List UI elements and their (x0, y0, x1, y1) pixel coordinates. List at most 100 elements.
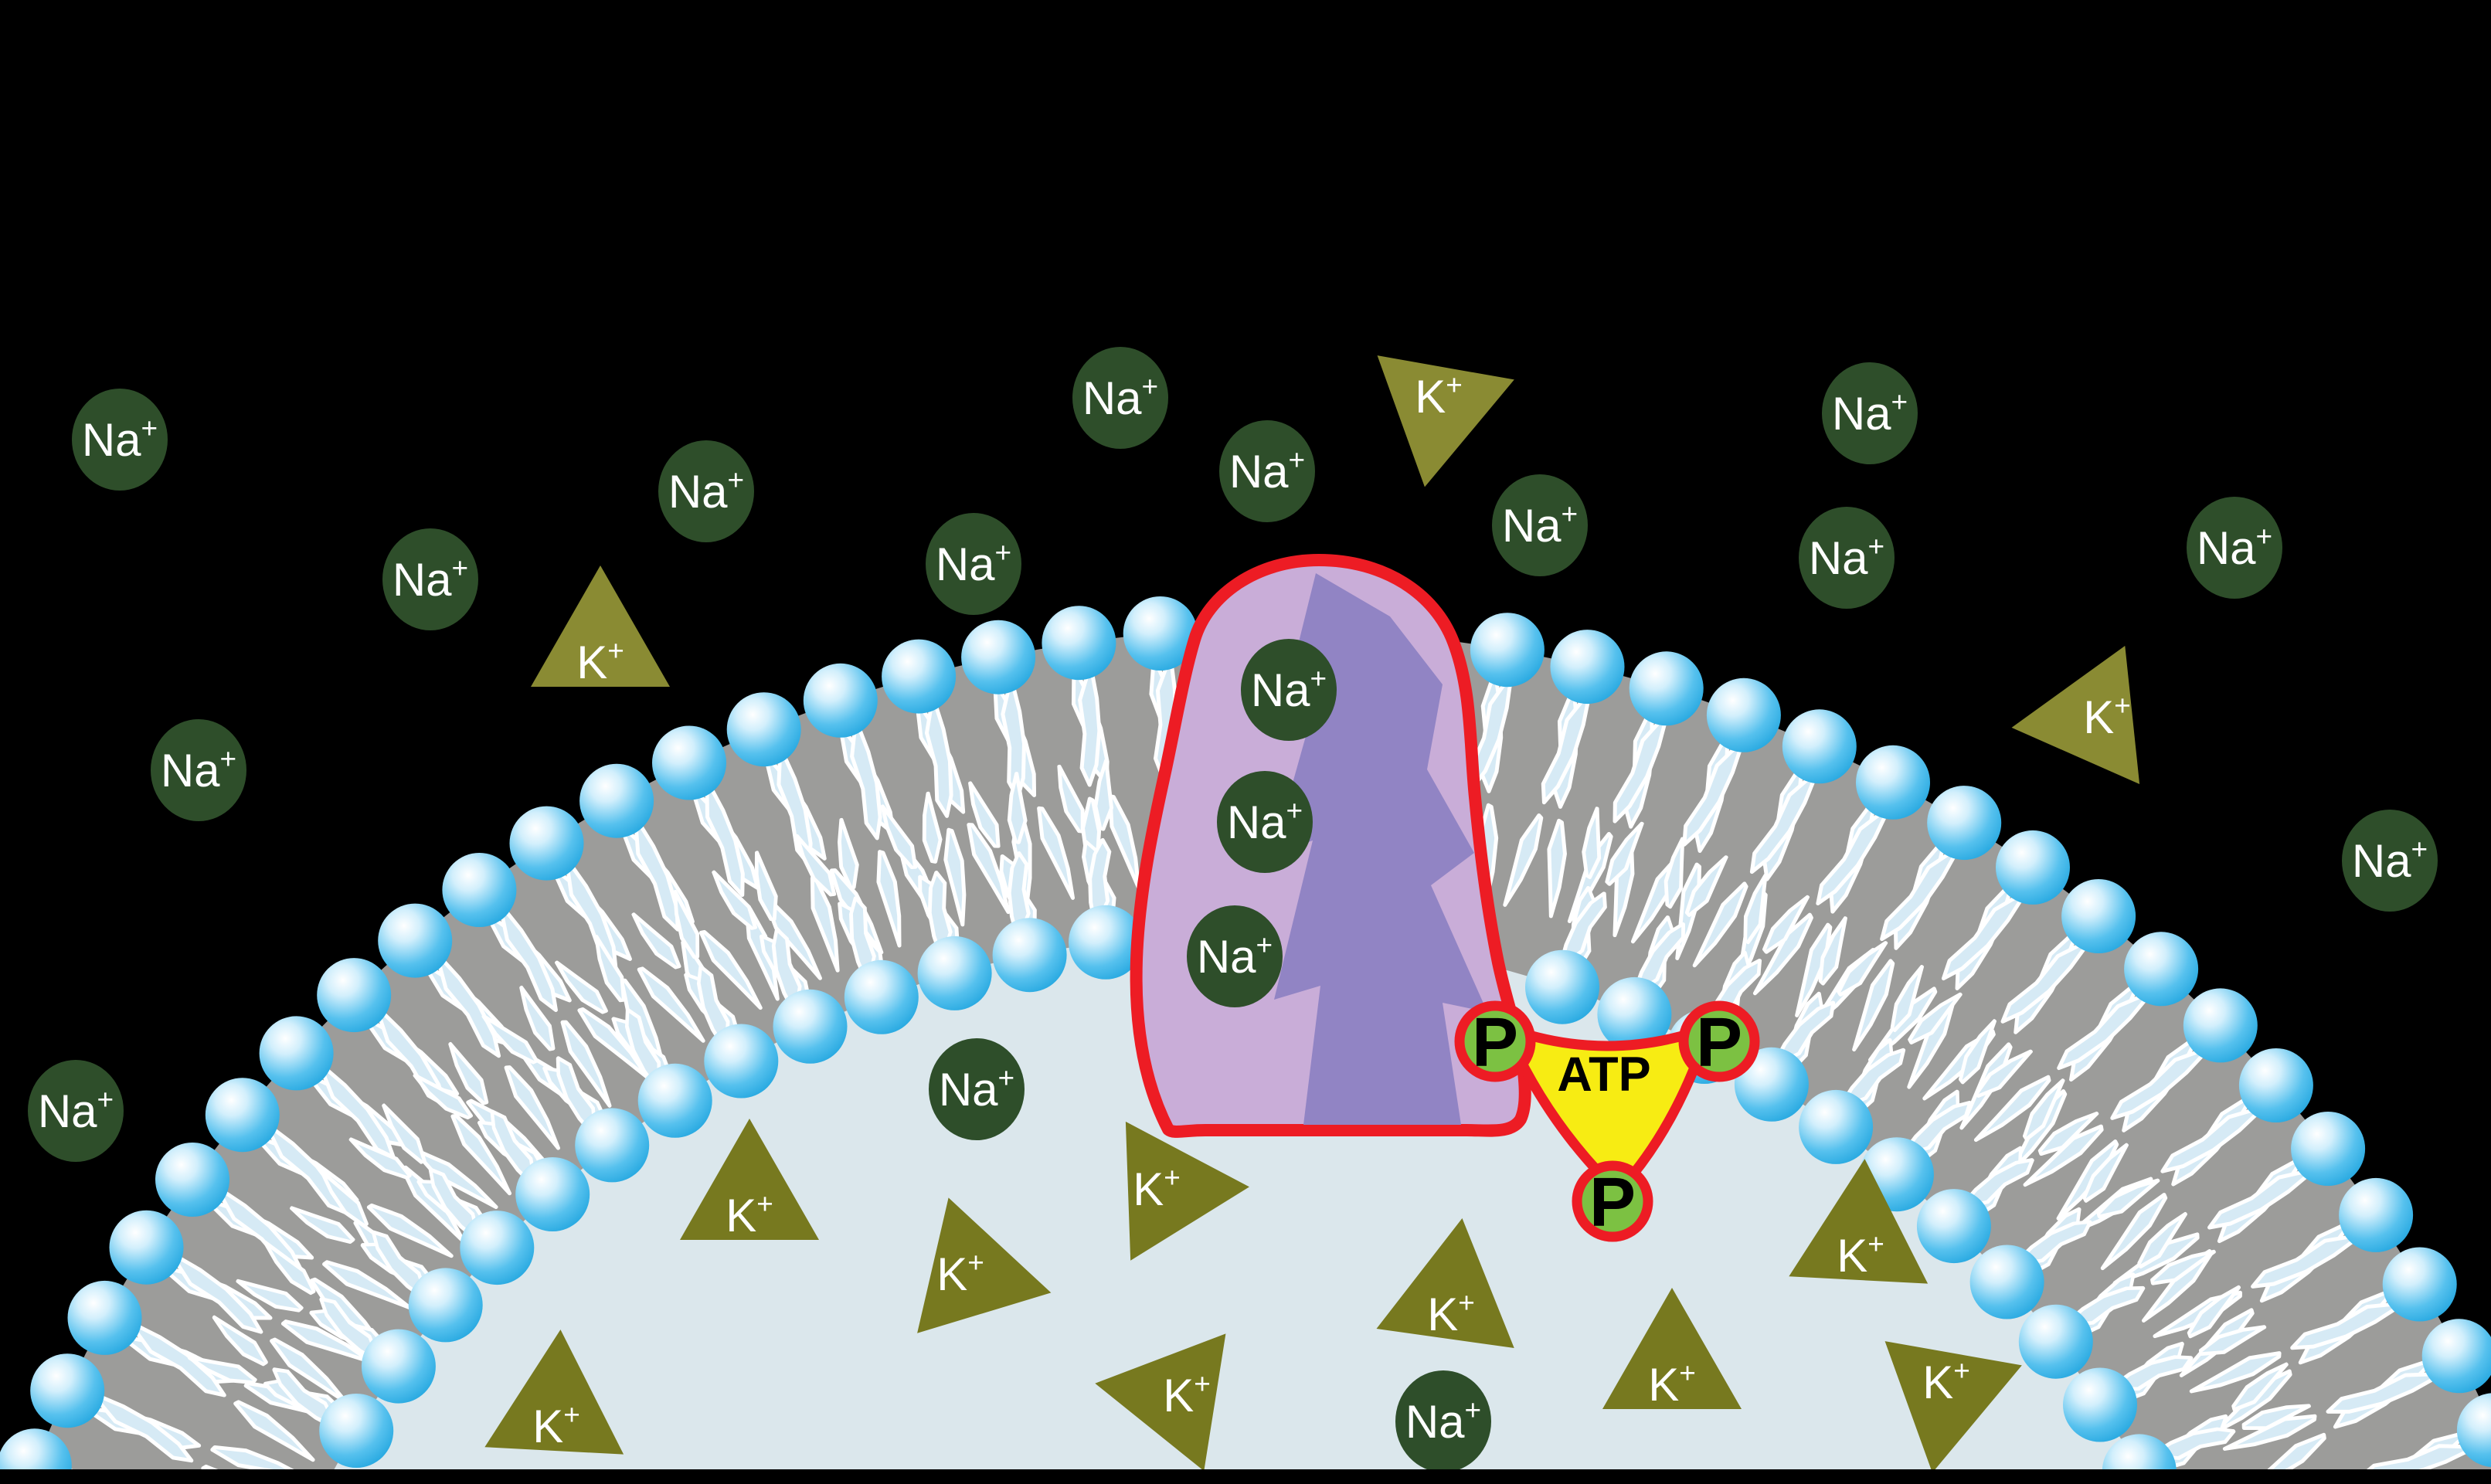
outer-leaflet-lipid-tails (362, 1003, 546, 1196)
phospholipid-head (882, 639, 957, 714)
inner-leaflet-lipid-tails (1631, 837, 1728, 1004)
sodium-ion-outside: Na+ (926, 513, 1021, 615)
lipid-tail (2241, 1404, 2311, 1430)
phosphate-label: P (1696, 1004, 1742, 1082)
lipid-tail (968, 781, 1001, 848)
lipid-tail (1837, 941, 1888, 997)
ion-label: K+ (1837, 1228, 1884, 1282)
lipid-tail (504, 1065, 561, 1150)
sodium-ion-body (1822, 362, 1918, 464)
lipid-tail (1663, 837, 1685, 909)
phospholipid-head (2183, 988, 2258, 1063)
phospholipid-head (773, 989, 848, 1064)
potassium-ion-body (917, 1197, 1052, 1333)
atp-body (1500, 1022, 1714, 1197)
lipid-tail (712, 870, 758, 930)
phospholipid-head (1069, 905, 1143, 980)
outer-leaflet-lipid-tails (2112, 1154, 2317, 1323)
inner-leaflet-lipid-tails (413, 1041, 550, 1190)
phospholipid-head (2063, 1367, 2137, 1442)
ion-label: K+ (1427, 1287, 1475, 1340)
lipid-tail (2137, 1211, 2187, 1269)
phospholipid-head (1927, 786, 2002, 861)
lipid-tail (943, 827, 967, 927)
lipid-tail (2198, 1325, 2267, 1357)
sodium-ion-in-pump: Na+ (1241, 639, 1337, 741)
inner-leaflet-lipid-tails (2062, 1211, 2216, 1340)
potassium-ion-inside: K+ (1884, 1341, 2022, 1473)
lipid-tail (2012, 1220, 2092, 1267)
phospholipid-head (378, 903, 453, 978)
sodium-ion-outside: Na+ (1072, 347, 1168, 449)
inner-leaflet-lipid-tails (1558, 807, 1644, 976)
sodium-ion-body (658, 440, 754, 542)
lipid-tail (1958, 1019, 1997, 1085)
phospholipid-head (515, 1157, 590, 1231)
sodium-ion-body (28, 1060, 124, 1162)
potassium-ion-inside: K+ (917, 1197, 1052, 1333)
inner-leaflet-lipid-tails (1899, 1019, 2033, 1169)
lipid-tail (448, 1041, 489, 1105)
ion-label: Na+ (161, 743, 236, 796)
outer-leaflet-lipid-tails (305, 1061, 498, 1244)
inner-leaflet-lipid-tails (236, 1240, 392, 1366)
ion-label: Na+ (1809, 531, 1884, 584)
lipid-tail (450, 1113, 512, 1196)
outer-leaflet-lipid-tails (484, 901, 650, 1108)
ion-label: Na+ (1502, 498, 1578, 552)
phospholipid-head (1799, 1089, 1874, 1164)
potassium-ion-outside: K+ (2011, 645, 2140, 784)
phospholipid-head (1470, 613, 1545, 688)
lipid-tail (272, 1367, 340, 1431)
lipid-tail (1957, 1158, 2034, 1211)
potassium-ion-outside: K+ (531, 565, 670, 688)
potassium-ion-body (1377, 355, 1514, 487)
lipid-tail (1837, 1048, 1906, 1111)
phospholipid-head (109, 1210, 184, 1285)
ion-label: Na+ (2197, 521, 2272, 574)
sodium-ion-body (1219, 420, 1315, 522)
lipid-tail (2251, 1233, 2364, 1289)
inner-leaflet-lipid-tails (1771, 916, 1888, 1077)
lipid-tail (1088, 838, 1112, 929)
phospholipid-head (726, 692, 801, 767)
lipid-tail (2062, 1285, 2146, 1327)
lipid-tail (705, 777, 745, 898)
sodium-ion-body (1217, 771, 1313, 873)
lipid-tail (434, 950, 501, 1058)
ion-label: Na+ (2352, 834, 2428, 887)
lipid-tail (1037, 806, 1076, 900)
sodium-ion-body (1072, 347, 1168, 449)
lipid-tail (556, 1056, 597, 1139)
lipid-tail (1503, 813, 1544, 907)
lipid-tail (698, 929, 763, 1010)
lipid-tail (1816, 804, 1892, 905)
phosphate-group (1678, 1000, 1760, 1082)
lipid-tail (1795, 922, 1833, 1017)
lipid-tail (2056, 1139, 2119, 1221)
ion-label: Na+ (1082, 371, 1158, 424)
potassium-ion-body (1125, 1121, 1249, 1261)
potassium-ion-body (680, 1119, 819, 1240)
lipid-tail (1547, 818, 1567, 919)
lipid-tail (754, 851, 778, 922)
potassium-ion-body (2011, 645, 2140, 784)
sodium-ion-outside: Na+ (1492, 474, 1588, 576)
sodium-ion-outside: Na+ (28, 1060, 124, 1162)
phospholipid-head (1123, 596, 1198, 671)
inner-leaflet-lipid-tails (2012, 1143, 2160, 1279)
sodium-ion-outside: Na+ (72, 389, 168, 491)
phospholipid-head (1706, 677, 1781, 752)
sodium-ion-body (926, 513, 1021, 615)
lipid-tail (413, 1073, 474, 1120)
lipid-tail (1941, 888, 2029, 981)
phospholipid-head (509, 806, 584, 881)
lipid-tail (876, 850, 902, 948)
phosphate-group (1454, 1000, 1536, 1082)
sodium-ion-outside: Na+ (382, 528, 478, 630)
lipid-tail (1749, 769, 1820, 874)
lipid-tail (1908, 992, 1963, 1044)
potassium-ion-inside: K+ (680, 1119, 819, 1241)
inner-leaflet-lipid-tails (1957, 1078, 2099, 1222)
ion-label: K+ (532, 1399, 580, 1452)
